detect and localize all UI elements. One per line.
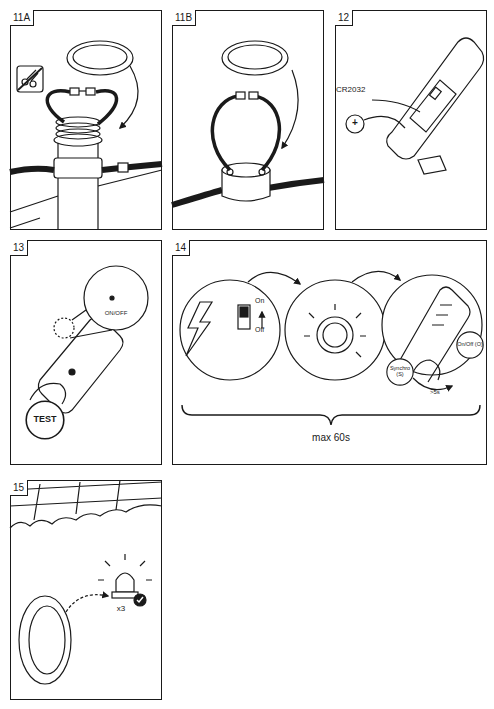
step-number: 11A bbox=[10, 10, 34, 26]
step-panel: 11B bbox=[172, 10, 324, 230]
remote-test bbox=[54, 318, 74, 338]
button-label: On/Off (O) bbox=[456, 331, 484, 359]
step-number: 15 bbox=[10, 480, 28, 496]
lamp-confirm bbox=[137, 597, 143, 602]
remote-battery bbox=[346, 115, 364, 133]
sync-sequence bbox=[180, 271, 482, 425]
remote-battery bbox=[418, 156, 446, 174]
remote-battery bbox=[346, 38, 484, 174]
step-panel: 15 bbox=[10, 480, 162, 700]
junction-wiring bbox=[268, 180, 324, 188]
junction-wiring bbox=[212, 96, 279, 170]
lamp-confirm bbox=[116, 573, 134, 592]
annotation-label: On bbox=[255, 297, 275, 305]
annotation-label: >5s bbox=[430, 389, 452, 396]
lamp-confirm bbox=[10, 480, 162, 684]
remote-test bbox=[69, 369, 75, 375]
circle-outline bbox=[457, 332, 483, 358]
pipe-wiring bbox=[70, 88, 79, 95]
pipe-wiring bbox=[120, 66, 138, 128]
button-label: Synchro (S) bbox=[386, 358, 414, 386]
sync-sequence bbox=[413, 378, 452, 390]
sync-sequence bbox=[182, 405, 480, 425]
lamp-confirm bbox=[98, 554, 152, 580]
lamp-confirm bbox=[10, 505, 162, 528]
pipe-wiring bbox=[54, 134, 102, 146]
sync-sequence bbox=[240, 307, 248, 317]
step-panel: 13TEST bbox=[10, 240, 162, 465]
step-number: 11B bbox=[172, 10, 196, 26]
junction-wiring bbox=[282, 70, 298, 148]
lamp-confirm bbox=[29, 606, 65, 674]
pipe-wiring bbox=[54, 158, 102, 178]
pipe-wiring bbox=[30, 81, 36, 87]
sync-sequence bbox=[180, 280, 280, 380]
junction-wiring bbox=[236, 92, 245, 99]
annotation-label: Off bbox=[255, 326, 275, 334]
button-callout: Synchro (S) bbox=[386, 358, 414, 386]
annotation-label: CR2032 bbox=[336, 86, 380, 95]
junction-wiring bbox=[172, 190, 222, 205]
step-number: 13 bbox=[10, 240, 28, 256]
sync-sequence bbox=[410, 360, 440, 380]
lamp-confirm bbox=[134, 594, 146, 606]
pipe-wiring bbox=[56, 129, 100, 139]
pipe-wiring bbox=[102, 164, 162, 170]
junction-wiring bbox=[222, 41, 288, 75]
button-callout: TEST bbox=[25, 400, 65, 440]
pipe-wiring bbox=[56, 123, 100, 133]
pipe-wiring bbox=[18, 68, 42, 90]
sync-sequence bbox=[317, 317, 353, 353]
remote-battery bbox=[372, 100, 420, 112]
step-panel: 11A bbox=[10, 10, 162, 230]
annotation-label: + bbox=[350, 117, 360, 128]
sync-sequence bbox=[304, 304, 366, 357]
sync-sequence bbox=[323, 323, 347, 347]
annotation-label: ON/OFF bbox=[100, 310, 132, 317]
sync-sequence bbox=[186, 302, 212, 356]
lamp-confirm bbox=[19, 596, 71, 684]
pipe-wiring bbox=[79, 90, 86, 91]
sync-sequence bbox=[352, 271, 400, 282]
button-label: TEST bbox=[25, 400, 65, 440]
sync-sequence bbox=[238, 305, 250, 329]
remote-battery bbox=[364, 116, 405, 128]
pipe-wiring bbox=[58, 140, 98, 230]
pipe-wiring bbox=[17, 66, 43, 92]
pipe-wiring bbox=[10, 170, 162, 228]
remote-test bbox=[38, 317, 123, 413]
step-number: 12 bbox=[335, 10, 353, 26]
junction-wiring bbox=[172, 41, 324, 205]
remote-test bbox=[110, 296, 114, 300]
sync-sequence bbox=[261, 312, 262, 328]
annotation-label: max 60s bbox=[290, 432, 372, 443]
sync-sequence bbox=[248, 272, 300, 284]
remote-battery bbox=[430, 87, 442, 99]
button-callout: On/Off (O) bbox=[456, 331, 484, 359]
pipe-wiring bbox=[10, 169, 54, 172]
lamp-confirm bbox=[66, 595, 108, 612]
sync-sequence bbox=[285, 280, 385, 380]
remote-battery bbox=[387, 38, 484, 159]
junction-wiring bbox=[249, 92, 258, 99]
pipe-wiring bbox=[47, 91, 116, 124]
pipe-wiring bbox=[10, 41, 162, 230]
junction-wiring bbox=[228, 45, 282, 69]
annotation-label: x3 bbox=[110, 605, 132, 614]
pipe-wiring bbox=[67, 41, 133, 75]
step-number: 14 bbox=[172, 240, 190, 256]
remote-test bbox=[30, 266, 148, 413]
pipe-wiring bbox=[86, 88, 95, 95]
pipe-wiring bbox=[73, 45, 127, 69]
remote-test bbox=[84, 266, 148, 330]
sync-sequence bbox=[432, 305, 452, 325]
circle-outline bbox=[387, 359, 413, 385]
remote-battery bbox=[410, 80, 456, 132]
step-panel: 14Synchro (S) On/Off (O) bbox=[172, 240, 487, 465]
pipe-wiring bbox=[118, 163, 128, 172]
